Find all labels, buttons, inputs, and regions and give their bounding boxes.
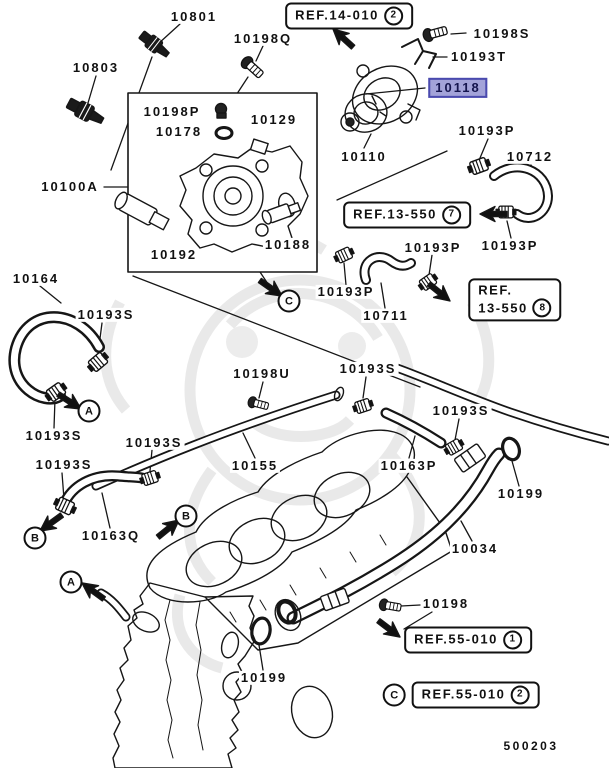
part-label-10193P[interactable]: 10193P — [456, 122, 518, 139]
part-label-10711[interactable]: 10711 — [361, 307, 411, 324]
view-marker-B: B — [174, 504, 198, 528]
ref-number-badge: 7 — [441, 205, 461, 225]
plate-10129 — [249, 138, 269, 155]
view-marker-A: A — [59, 570, 83, 594]
part-label-10801[interactable]: 10801 — [168, 8, 220, 25]
bracket-10193T — [401, 38, 437, 69]
part-label-10193S[interactable]: 10193S — [75, 306, 137, 323]
part-label-10193S[interactable]: 10193S — [430, 402, 492, 419]
part-label-10163P[interactable]: 10163P — [378, 457, 440, 474]
view-marker-C: C — [277, 289, 301, 313]
fitting-10192 — [114, 191, 170, 231]
part-label-10193T[interactable]: 10193T — [448, 48, 510, 65]
view-marker-C: C — [382, 683, 406, 707]
part-label-10198[interactable]: 10198 — [420, 595, 472, 612]
part-label-10188[interactable]: 10188 — [262, 236, 314, 253]
part-label-10199[interactable]: 10199 — [495, 485, 547, 502]
view-marker-B: B — [23, 526, 47, 550]
part-label-10129[interactable]: 10129 — [248, 111, 300, 128]
part-label-10803[interactable]: 10803 — [70, 59, 122, 76]
part-label-10034[interactable]: 10034 — [449, 540, 501, 557]
fitting-10188 — [261, 202, 302, 225]
part-label-10198S[interactable]: 10198S — [471, 25, 533, 42]
part-label-10118-selected[interactable]: 10118 — [428, 77, 488, 99]
ref-number-badge: 2 — [383, 6, 403, 26]
part-label-10193S[interactable]: 10193S — [123, 434, 185, 451]
part-label-10193S[interactable]: 10193S — [337, 360, 399, 377]
part-label-10192[interactable]: 10192 — [148, 246, 200, 263]
part-label-10193S[interactable]: 10193S — [23, 427, 85, 444]
part-label-10198U[interactable]: 10198U — [231, 365, 293, 382]
part-label-10193P[interactable]: 10193P — [402, 239, 464, 256]
part-label-10164[interactable]: 10164 — [10, 270, 62, 287]
part-label-10100A[interactable]: 10100A — [39, 178, 101, 195]
ref-number-badge: 8 — [532, 298, 552, 318]
ref-number-badge: 1 — [502, 630, 522, 650]
part-label-10198P[interactable]: 10198P — [141, 103, 203, 120]
part-label-10712[interactable]: 10712 — [504, 148, 556, 165]
part-label-10193P[interactable]: 10193P — [479, 237, 541, 254]
ref-number-badge: 2 — [510, 685, 530, 705]
view-marker-A: A — [77, 399, 101, 423]
gasket-10178 — [214, 126, 234, 140]
part-label-10163Q[interactable]: 10163Q — [79, 527, 143, 544]
drawing-number: 500203 — [503, 739, 559, 753]
part-label-10155[interactable]: 10155 — [229, 457, 281, 474]
part-label-10198Q[interactable]: 10198Q — [231, 30, 295, 47]
water-outlet-10118 — [351, 64, 421, 125]
water-pipes-and-hoses — [8, 162, 609, 646]
part-label-10110[interactable]: 10110 — [339, 148, 389, 165]
part-label-10193S[interactable]: 10193S — [33, 456, 95, 473]
engine-block — [112, 429, 453, 768]
part-label-10193P[interactable]: 10193P — [315, 283, 377, 300]
part-label-10178[interactable]: 10178 — [153, 123, 205, 140]
part-label-10199[interactable]: 10199 — [238, 669, 290, 686]
